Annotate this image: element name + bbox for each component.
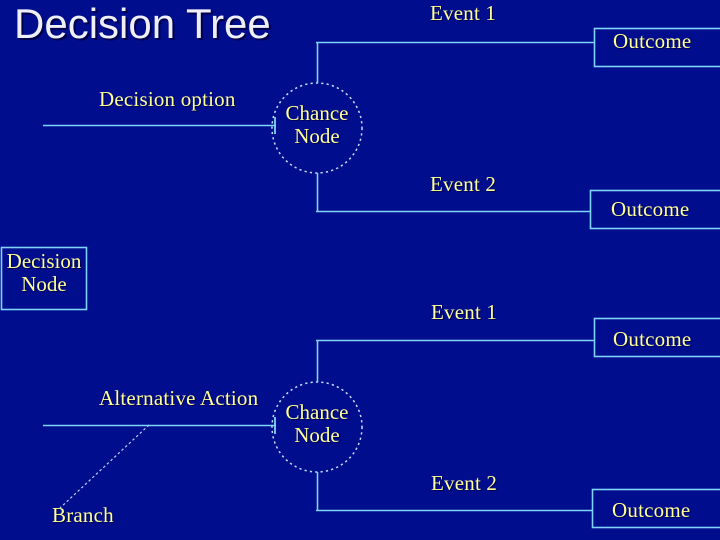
- page-title: Decision Tree: [14, 0, 271, 47]
- branch-callout-leader-line: [59, 424, 150, 509]
- decision-node-label: Decision Node: [6, 249, 82, 297]
- outcome-label-3: Outcome: [613, 327, 692, 351]
- outcome-label-4: Outcome: [612, 498, 691, 522]
- event-label-bottom-2: Event 2: [431, 471, 498, 495]
- outcome-box-1[interactable]: [593, 27, 720, 68]
- event-label-top-1: Event 1: [430, 1, 497, 25]
- chance-node-top-label: Chance Node: [285, 101, 349, 149]
- outcome-label-1: Outcome: [613, 29, 692, 53]
- outcome-box-4[interactable]: [591, 488, 720, 529]
- branch-label-alternative-action: Alternative Action: [99, 386, 259, 410]
- decision-node-box[interactable]: [0, 246, 88, 311]
- branch-label-decision-option: Decision option: [99, 87, 236, 111]
- branch-callout-label: Branch: [52, 503, 114, 527]
- outcome-box-3[interactable]: [593, 317, 720, 358]
- outcome-label-2: Outcome: [611, 197, 690, 221]
- event-label-bottom-1: Event 1: [431, 300, 498, 324]
- event-label-top-2: Event 2: [430, 172, 497, 196]
- outcome-box-2[interactable]: [589, 189, 720, 230]
- chance-node-bottom-label: Chance Node: [285, 400, 349, 448]
